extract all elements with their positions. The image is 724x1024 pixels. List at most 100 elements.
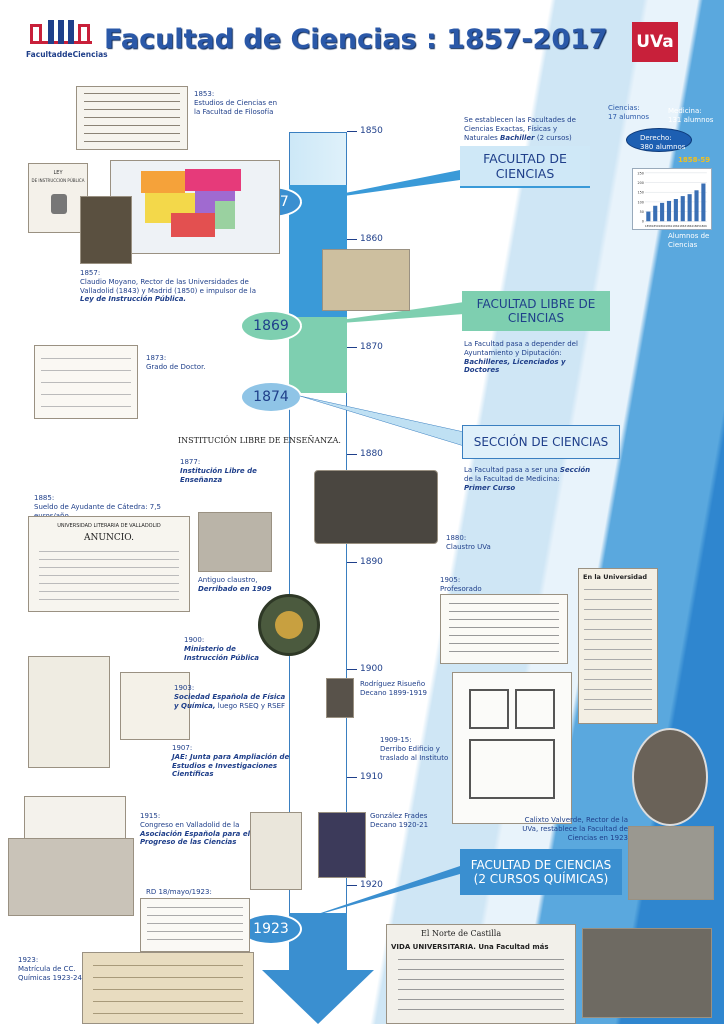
crest-icon bbox=[51, 194, 67, 214]
event-1850-right-courses: (2 cursos) bbox=[536, 133, 572, 142]
doctor-handwriting bbox=[34, 345, 138, 419]
milestone-1923: 1923 bbox=[240, 913, 302, 945]
event-1873-year: 1873: bbox=[146, 354, 167, 362]
event-1923-year: 1923: bbox=[18, 956, 39, 964]
gonzalez-name: González Frades bbox=[370, 812, 428, 820]
chart-bar-1866 bbox=[701, 183, 706, 222]
catalogue-document bbox=[24, 796, 126, 840]
event-1907-year: 1907: bbox=[172, 744, 193, 752]
logo-text: FacultaddeCiencias bbox=[26, 50, 108, 59]
ministry-seal bbox=[258, 594, 320, 656]
event-1880-year: 1880: bbox=[446, 534, 467, 542]
gonzalez-portrait bbox=[318, 812, 366, 878]
chart-xtick-label: 1866 bbox=[700, 224, 707, 228]
wedge-1923 bbox=[300, 866, 460, 920]
stat-ciencias: Ciencias: 17 alumnos bbox=[608, 104, 649, 122]
chart-ytick-label: 100 bbox=[637, 200, 643, 204]
event-1915-asociacion: Asociación Española para el Progreso de … bbox=[140, 829, 250, 847]
uva-logo: UVa bbox=[632, 22, 678, 62]
congress-book bbox=[250, 812, 302, 890]
year-label-1870: 1870 bbox=[360, 342, 383, 352]
chart-xtick-label: 1861 bbox=[666, 224, 673, 228]
stat-ciencias-label: Ciencias: bbox=[608, 104, 640, 112]
event-1903-year: 1903: bbox=[174, 684, 195, 692]
calixto-caption: Calixto Valverde, Rector de la UVa, rest… bbox=[512, 816, 628, 842]
event-1923: 1923: Matrícula de CC. Químicas 1923-24 bbox=[18, 956, 84, 982]
anuncio-document: UNIVERSIDAD LITERARIA DE VALLADOLID ANUN… bbox=[28, 516, 190, 612]
event-1905-year: 1905: bbox=[440, 576, 461, 584]
chart-ytick-label: 250 bbox=[637, 171, 643, 175]
box-facultad-quimicas-line2: (2 CURSOS QUÍMICAS) bbox=[473, 872, 609, 886]
event-1877-year: 1877: bbox=[180, 458, 201, 466]
event-1903: 1903: Sociedad Española de Física y Quím… bbox=[174, 684, 286, 710]
tick-1910 bbox=[347, 777, 357, 778]
event-1905-text: Profesorado bbox=[440, 584, 482, 593]
faculty-logo: FacultaddeCiencias bbox=[26, 18, 108, 64]
anuncio-heading: UNIVERSIDAD LITERARIA DE VALLADOLID bbox=[57, 523, 161, 529]
rd-1923: RD 18/mayo/1923: bbox=[146, 888, 212, 896]
event-1850-right-text: Se establecen las Facultades de Ciencias… bbox=[464, 116, 576, 142]
connector-wedges bbox=[299, 170, 465, 920]
claustro-group-photo bbox=[314, 470, 438, 544]
lab-photo bbox=[582, 928, 712, 1018]
year-label-1890: 1890 bbox=[360, 557, 383, 567]
chart-bar-1860 bbox=[660, 202, 665, 222]
event-1874-right-medicina: de la Facultad de Medicina: bbox=[464, 474, 560, 483]
event-1905: 1905: Profesorado bbox=[440, 576, 482, 594]
event-1873-text: Grado de Doctor. bbox=[146, 362, 206, 371]
chart-xtick-label: 1863 bbox=[679, 224, 686, 228]
chart-ytick-label: 0 bbox=[642, 220, 644, 224]
event-1900: 1900: Ministerio de Instrucción Pública bbox=[184, 636, 274, 662]
newspaper-title: El Norte de Castilla bbox=[421, 929, 502, 938]
event-1907: 1907: JAE: Junta para Ampliación de Estu… bbox=[172, 744, 304, 779]
rd-document bbox=[140, 898, 250, 952]
event-1885-text: Sueldo de Ayudante de Cátedra: 7,5 euros… bbox=[34, 502, 161, 520]
stat-derecho: Derecho: 380 alumnos bbox=[640, 134, 685, 152]
chart-xtick-label: 1858 bbox=[645, 224, 652, 228]
box-facultad-quimicas: FACULTAD DE CIENCIAS (2 CURSOS QUÍMICAS) bbox=[460, 849, 622, 895]
event-1900-year: 1900: bbox=[184, 636, 205, 644]
event-1903-later: luego RSEQ y RSEF bbox=[217, 701, 286, 710]
tick-1920 bbox=[347, 885, 357, 886]
event-1915-year: 1915: bbox=[140, 812, 161, 820]
matricula-ledger bbox=[82, 952, 254, 1024]
event-1857-text: Claudio Moyano, Rector de las Universida… bbox=[80, 277, 256, 295]
event-1873: 1873: Grado de Doctor. bbox=[146, 354, 206, 372]
milestone-1874: 1874 bbox=[240, 381, 302, 413]
classroom-photo bbox=[628, 826, 714, 900]
letter-document bbox=[28, 656, 110, 768]
event-1869-right-degrees: Bachilleres, Licenciados y Doctores bbox=[464, 357, 566, 375]
chart-caption: Alumnos de Ciencias bbox=[668, 232, 709, 250]
chart-caption-line1: Alumnos de bbox=[668, 232, 710, 240]
stat-ciencias-value: 17 alumnos bbox=[608, 112, 649, 121]
box-facultad-libre: FACULTAD LIBRE DE CIENCIAS bbox=[462, 291, 610, 331]
event-1857: 1857: Claudio Moyano, Rector de las Univ… bbox=[80, 269, 270, 304]
chart-bar-1865 bbox=[694, 190, 699, 222]
chart-bar-1858 bbox=[646, 211, 651, 222]
year-label-1860: 1860 bbox=[360, 234, 383, 244]
stat-derecho-label: Derecho: bbox=[640, 134, 672, 142]
event-1850-right-bachiller: Bachiller bbox=[500, 133, 535, 142]
event-1909: 1909-15: Derribo Edificio y traslado al … bbox=[380, 736, 452, 762]
year-label-1880: 1880 bbox=[360, 449, 383, 459]
floor-plan bbox=[452, 672, 572, 824]
rodriguez-role: Decano 1899-1919 bbox=[360, 688, 427, 697]
box-facultad-quimicas-line1: FACULTAD DE CIENCIAS bbox=[470, 857, 612, 872]
ile-heading: INSTITUCIÓN LIBRE DE ENSEÑANZA. bbox=[178, 436, 341, 445]
chart-bar-1862 bbox=[673, 199, 678, 222]
stat-period: 1858-59 bbox=[678, 156, 711, 164]
spain-map bbox=[110, 160, 280, 254]
event-1874-right-text: La Facultad pasa a ser una bbox=[464, 466, 558, 474]
stat-derecho-value: 380 alumnos bbox=[640, 142, 686, 151]
event-1909-year: 1909-15: bbox=[380, 736, 412, 744]
ley-title: LEY bbox=[53, 170, 63, 176]
event-1909-text: Derribo Edificio y traslado al Instituto bbox=[380, 744, 449, 762]
office-photo bbox=[8, 838, 134, 916]
clipping-title: En la Universidad bbox=[583, 573, 647, 581]
chart-ytick-label: 200 bbox=[637, 181, 643, 185]
box-facultad-ciencias: FACULTAD DE CIENCIAS bbox=[460, 146, 590, 188]
chart-bar-1863 bbox=[680, 196, 685, 222]
milestone-1869: 1869 bbox=[240, 310, 302, 342]
event-1853-year: 1853: bbox=[194, 90, 215, 98]
old-cloister-photo bbox=[198, 512, 272, 572]
